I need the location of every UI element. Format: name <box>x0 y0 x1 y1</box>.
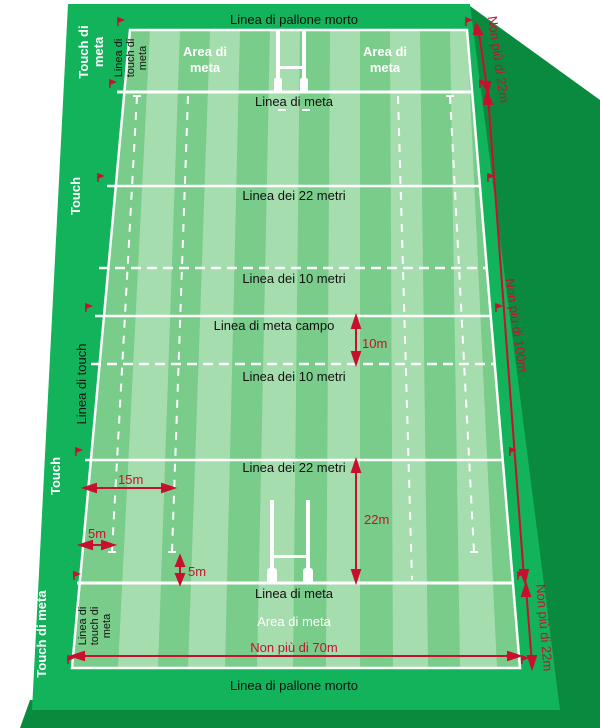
try-line-bottom-label: Linea di meta <box>255 586 334 601</box>
touch-in-goal-line-bottom-label-2: touch di <box>89 607 101 646</box>
surround-side <box>470 6 600 728</box>
measure-width: Non più di 70m <box>250 640 337 655</box>
dead-ball-line-top-label: Linea di pallone morto <box>230 12 358 27</box>
touch-in-goal-top-label-2: meta <box>91 36 106 67</box>
dead-ball-line-bottom-label: Linea di pallone morto <box>230 678 358 693</box>
touch-lower-label: Touch <box>48 457 63 495</box>
line-22-bottom-label: Linea dei 22 metri <box>242 460 345 475</box>
measure-22m: 22m <box>364 512 389 527</box>
in-goal-top-right-label-1: Area di <box>363 44 407 59</box>
touch-line-label: Linea di touch <box>74 344 89 425</box>
measure-5m-side: 5m <box>88 526 106 541</box>
in-goal-top-right-label-2: meta <box>370 60 401 75</box>
field-lines <box>70 28 522 670</box>
line-22-top-label: Linea dei 22 metri <box>242 188 345 203</box>
in-goal-top-left-label-2: meta <box>190 60 221 75</box>
goal-posts-bottom <box>267 500 313 584</box>
measure-5m-goal: 5m <box>188 564 206 579</box>
field-stripes <box>72 30 520 668</box>
touch-in-goal-top-label-1: Touch di <box>76 25 91 78</box>
try-line-top-label: Linea di meta <box>255 94 334 109</box>
touch-in-goal-line-top-label-3: meta <box>137 45 149 70</box>
measure-15m: 15m <box>118 472 143 487</box>
touch-in-goal-line-top-label-1: Linea di <box>113 39 125 78</box>
touch-in-goal-line-bottom-label-3: meta <box>101 613 113 638</box>
in-goal-bottom-label: Area di meta <box>257 614 331 629</box>
halfway-line-label: Linea di meta campo <box>214 318 335 333</box>
touch-in-goal-line-bottom-label-1: Linea di <box>77 607 89 646</box>
touch-upper-label: Touch <box>68 177 83 215</box>
goal-posts-top <box>274 30 308 92</box>
line-10-bottom-label: Linea dei 10 metri <box>242 369 345 384</box>
in-goal-top-left-label-1: Area di <box>183 44 227 59</box>
measure-10m: 10m <box>362 336 387 351</box>
line-10-top-label: Linea dei 10 metri <box>242 271 345 286</box>
boundary <box>70 28 522 670</box>
measurement-arrows <box>68 21 538 672</box>
touch-in-goal-bottom-label: Touch di meta <box>34 590 49 678</box>
touch-in-goal-line-top-label-2: touch di <box>125 39 137 78</box>
